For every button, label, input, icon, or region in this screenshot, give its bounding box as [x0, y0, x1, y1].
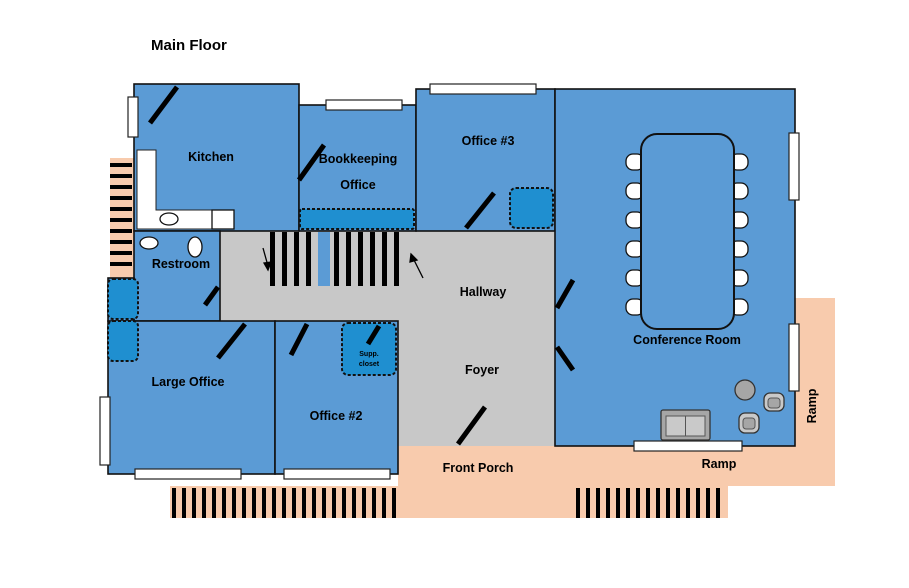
door: [365, 324, 382, 346]
hallway-foyer: [220, 231, 555, 446]
door: [148, 85, 179, 125]
labels: Main Floor Kitchen Bookkeeping Office Of…: [151, 37, 819, 475]
label-conference: Conference Room: [633, 333, 741, 347]
label-office2: Office #2: [310, 409, 363, 423]
windows: [99, 83, 800, 480]
window: [134, 468, 242, 480]
restroom-fixtures: [139, 236, 203, 258]
storage-areas: [107, 187, 554, 376]
hallway-stairs: [270, 232, 399, 286]
label-kitchen: Kitchen: [188, 150, 234, 164]
front-porch-area: [398, 446, 798, 486]
kitchen-sink: [159, 212, 179, 226]
ramp-area: [795, 298, 835, 486]
restroom-toilet: [187, 236, 203, 258]
sofa-icon: [660, 409, 711, 441]
restroom-sink: [139, 236, 159, 250]
label-bookkeeping-line1: Bookkeeping: [319, 152, 398, 166]
label-supp-closet-line1: Supp.: [359, 351, 378, 358]
armchair-icon: [738, 412, 760, 434]
window: [127, 96, 139, 138]
bottom-right-steps: [576, 488, 720, 518]
window: [99, 396, 111, 466]
plan-title: Main Floor: [151, 37, 227, 54]
label-restroom: Restroom: [152, 257, 210, 271]
supp-closet: [341, 322, 397, 376]
label-ramp-bottom: Ramp: [702, 457, 737, 471]
window: [429, 83, 537, 95]
window: [788, 132, 800, 201]
conference-table-group: [625, 133, 749, 330]
window: [788, 323, 800, 392]
door: [288, 322, 310, 357]
window: [325, 99, 403, 111]
bottom-left-steps: [172, 488, 396, 518]
office3-storage: [509, 187, 554, 229]
door: [455, 405, 488, 446]
restroom-storage-top: [107, 278, 139, 320]
side-table-icon: [734, 379, 756, 401]
door: [216, 322, 247, 360]
door: [202, 285, 221, 307]
kitchen-fixtures: [136, 149, 235, 230]
armchair-icon: [763, 392, 785, 412]
label-large-office: Large Office: [152, 375, 225, 389]
stair-arrows: [262, 247, 424, 279]
label-hallway: Hallway: [460, 285, 507, 299]
label-ramp-side: Ramp: [805, 388, 819, 423]
stair-landing: [318, 232, 330, 286]
label-front-porch: Front Porch: [443, 461, 514, 475]
doors: [148, 85, 576, 446]
window: [633, 440, 743, 452]
bookkeeping-storage: [299, 208, 415, 230]
kitchen-appliance: [211, 209, 235, 230]
chairs-left: [625, 153, 645, 316]
conference-table: [640, 133, 735, 330]
window: [283, 468, 391, 480]
door: [554, 345, 576, 372]
label-foyer: Foyer: [465, 363, 499, 377]
restroom-storage-bottom: [107, 320, 139, 362]
label-supp-closet-line2: closet: [359, 361, 380, 368]
lounge-furniture: [660, 379, 785, 441]
label-bookkeeping-line2: Office: [340, 178, 375, 192]
door: [464, 191, 496, 230]
left-steps: [110, 163, 132, 266]
door: [554, 278, 576, 310]
door: [296, 143, 327, 182]
label-office3: Office #3: [462, 134, 515, 148]
